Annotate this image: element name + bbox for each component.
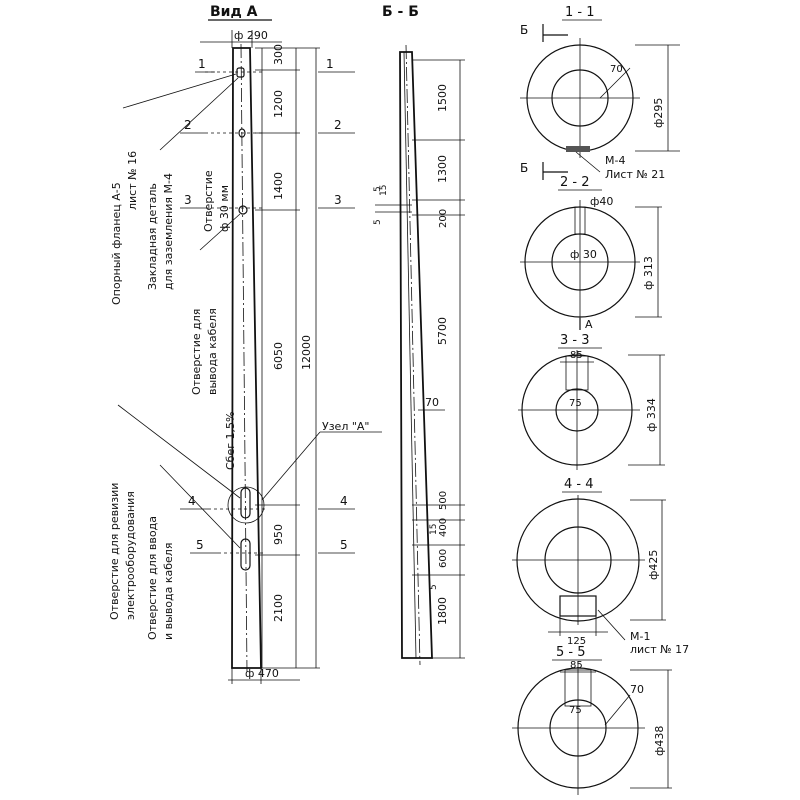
section-4-4-diameter: ф425 xyxy=(647,550,660,580)
section-1-1: 1 - 1 Б 70 ф295 М-4 Лист № 21 Б xyxy=(520,5,680,181)
section-2-2-mark: А xyxy=(585,318,593,331)
section-marker-b-top: Б xyxy=(520,23,528,37)
bb-dim-left-5a: 5 xyxy=(373,186,383,192)
dim-6050: 6050 xyxy=(272,342,285,370)
dim-300: 300 xyxy=(272,44,285,65)
node-a-label: Узел "А" xyxy=(322,420,370,433)
section-mark-1-right: 1 xyxy=(326,57,334,71)
callout-flange-2: лист № 16 xyxy=(126,151,139,210)
bb-dim-left-5b: 5 xyxy=(373,219,383,225)
section-4-4-title: 4 - 4 xyxy=(564,477,594,492)
bb-dim-left-15a: 15 xyxy=(379,185,389,196)
callout-flange-1: Опорный фланец А-5 xyxy=(110,182,123,305)
section-2-2-inner-dim: ф 30 xyxy=(570,248,597,261)
section-5-5-inner-dim: 75 xyxy=(569,705,582,716)
dim-1200: 1200 xyxy=(272,90,285,118)
bb-wall-70: 70 xyxy=(425,396,439,409)
hole-30mm xyxy=(238,205,248,215)
section-mark-3-right: 3 xyxy=(334,193,342,207)
dim-2100: 2100 xyxy=(272,594,285,622)
callout-inlet-2: и вывода кабеля xyxy=(162,543,175,640)
section-mark-1-left: 1 xyxy=(198,57,206,71)
callout-hole30-2: ф 30 мм xyxy=(218,185,231,232)
section-2-2-title: 2 - 2 xyxy=(560,175,590,190)
bb-dim-left-15b: 15 xyxy=(429,524,439,535)
dim-1400: 1400 xyxy=(272,172,285,200)
callout-cable-2: вывода кабеля xyxy=(206,308,219,395)
section-3-3-inner-dim: 75 xyxy=(569,398,582,409)
callout-embedded-1: Закладная деталь xyxy=(146,183,159,290)
revision-hole xyxy=(240,487,251,519)
bb-dim-1500: 1500 xyxy=(436,84,449,112)
cable-inlet-hole xyxy=(240,538,251,571)
view-bb: Б - Б 1500 1300 200 5700 500 400 600 180… xyxy=(373,4,465,666)
bb-dim-400: 400 xyxy=(438,518,449,537)
bb-dim-1800: 1800 xyxy=(436,597,449,625)
callout-revision-1: Отверстие для ревизии xyxy=(108,483,121,620)
view-a: Вид А ф 290 300 1200 1400 xyxy=(180,4,382,684)
view-a-top-diameter: ф 290 xyxy=(234,29,268,42)
pole-outline-view-bb xyxy=(399,51,433,659)
callouts: Опорный фланец А-5 лист № 16 Закладная д… xyxy=(108,73,241,640)
section-5-5: 5 - 5 85 75 70 ф438 xyxy=(512,645,672,795)
section-mark-5-left: 5 xyxy=(196,538,204,552)
section-2-2: 2 - 2 ф40 ф 30 ф 313 А xyxy=(520,175,662,331)
view-a-title: Вид А xyxy=(210,4,258,20)
section-4-4: 4 - 4 125 М-1 лист № 17 ф425 xyxy=(512,477,689,656)
section-3-3: 3 - 3 85 75 ф 334 xyxy=(518,333,665,470)
section-4-4-label1: М-1 xyxy=(630,630,650,643)
embedded-part-m4 xyxy=(566,146,590,152)
section-3-3-diameter: ф 334 xyxy=(645,398,658,432)
section-mark-2-right: 2 xyxy=(334,118,342,132)
section-5-5-diameter: ф438 xyxy=(653,726,666,756)
section-1-1-label1: М-4 xyxy=(605,154,625,167)
dim-950: 950 xyxy=(272,524,285,545)
bb-dim-1300: 1300 xyxy=(436,155,449,183)
section-1-1-diameter: ф295 xyxy=(652,98,665,128)
bb-dim-left-5c: 5 xyxy=(429,584,439,590)
bb-dim-5700: 5700 xyxy=(436,317,449,345)
callout-revision-2: электрооборудования xyxy=(124,491,137,620)
flange-hole xyxy=(236,67,245,78)
section-5-5-wall: 70 xyxy=(630,683,644,696)
section-4-4-label2: лист № 17 xyxy=(630,643,689,656)
section-1-1-label2: Лист № 21 xyxy=(605,168,665,181)
bb-dim-600: 600 xyxy=(438,549,449,568)
bb-dim-200: 200 xyxy=(438,209,449,228)
section-marker-b-bottom: Б xyxy=(520,161,528,175)
section-mark-3-left: 3 xyxy=(184,193,192,207)
section-1-1-wall: 70 xyxy=(610,64,623,75)
section-3-3-title: 3 - 3 xyxy=(560,333,590,348)
bb-dim-500: 500 xyxy=(438,491,449,510)
taper-label: Сбег 1,5% xyxy=(224,412,237,470)
view-bb-title: Б - Б xyxy=(382,4,419,20)
section-mark-2-left: 2 xyxy=(184,118,192,132)
grounding-hole xyxy=(238,128,246,138)
section-mark-5-right: 5 xyxy=(340,538,348,552)
pole-outline-view-a xyxy=(231,47,262,669)
section-4-4-slot: 125 xyxy=(567,636,586,647)
callout-embedded-2: для заземления М-4 xyxy=(162,173,175,290)
section-mark-4-right: 4 xyxy=(340,494,348,508)
section-5-5-slot: 85 xyxy=(570,660,583,671)
callout-hole30-1: Отверстие xyxy=(202,170,215,232)
section-3-3-slot: 85 xyxy=(570,350,583,361)
callout-inlet-1: Отверстие для ввода xyxy=(146,516,159,640)
view-a-bottom-diameter: ф 470 xyxy=(245,667,279,680)
section-2-2-diameter: ф 313 xyxy=(642,256,655,290)
section-mark-4-left: 4 xyxy=(188,494,196,508)
section-5-5-title: 5 - 5 xyxy=(556,645,586,660)
section-1-1-title: 1 - 1 xyxy=(565,5,595,20)
dim-12000: 12000 xyxy=(300,335,313,370)
section-2-2-slot: ф40 xyxy=(590,195,613,208)
callout-cable-1: Отверстие для xyxy=(190,309,203,395)
